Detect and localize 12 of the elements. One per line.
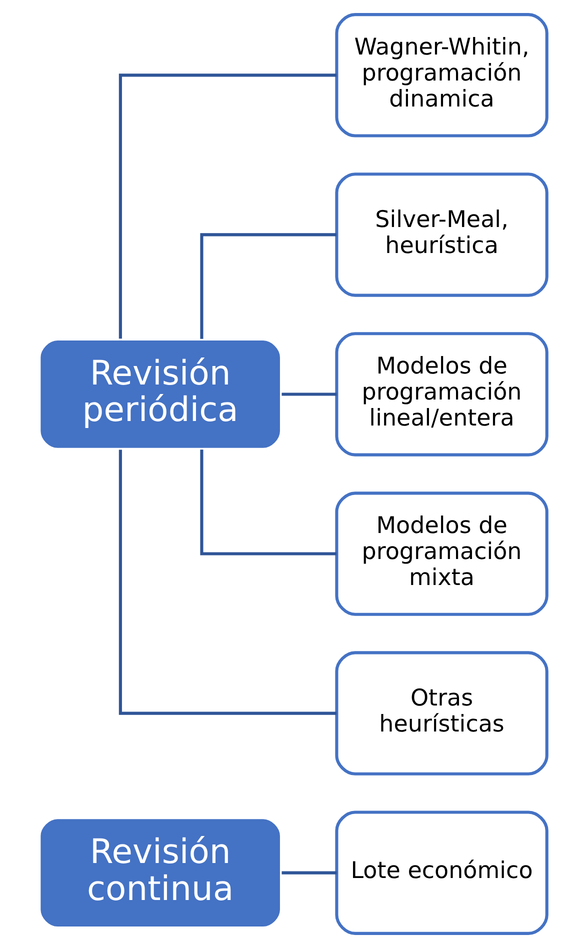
node-box: Modelos de programación mixta (335, 492, 548, 616)
node-box: Modelos de programación lineal/entera (335, 332, 548, 456)
node-box: Otras heurísticas (335, 651, 548, 776)
node-box: Silver-Meal, heurística (335, 172, 548, 297)
connector (118, 74, 337, 339)
node-box: Wagner-Whitin, programación dinamica (335, 13, 548, 138)
connector (200, 233, 336, 339)
connector (118, 450, 337, 715)
connector (282, 871, 337, 874)
connector (200, 450, 336, 556)
connector (282, 392, 337, 396)
node-box: Lote económico (335, 810, 548, 935)
